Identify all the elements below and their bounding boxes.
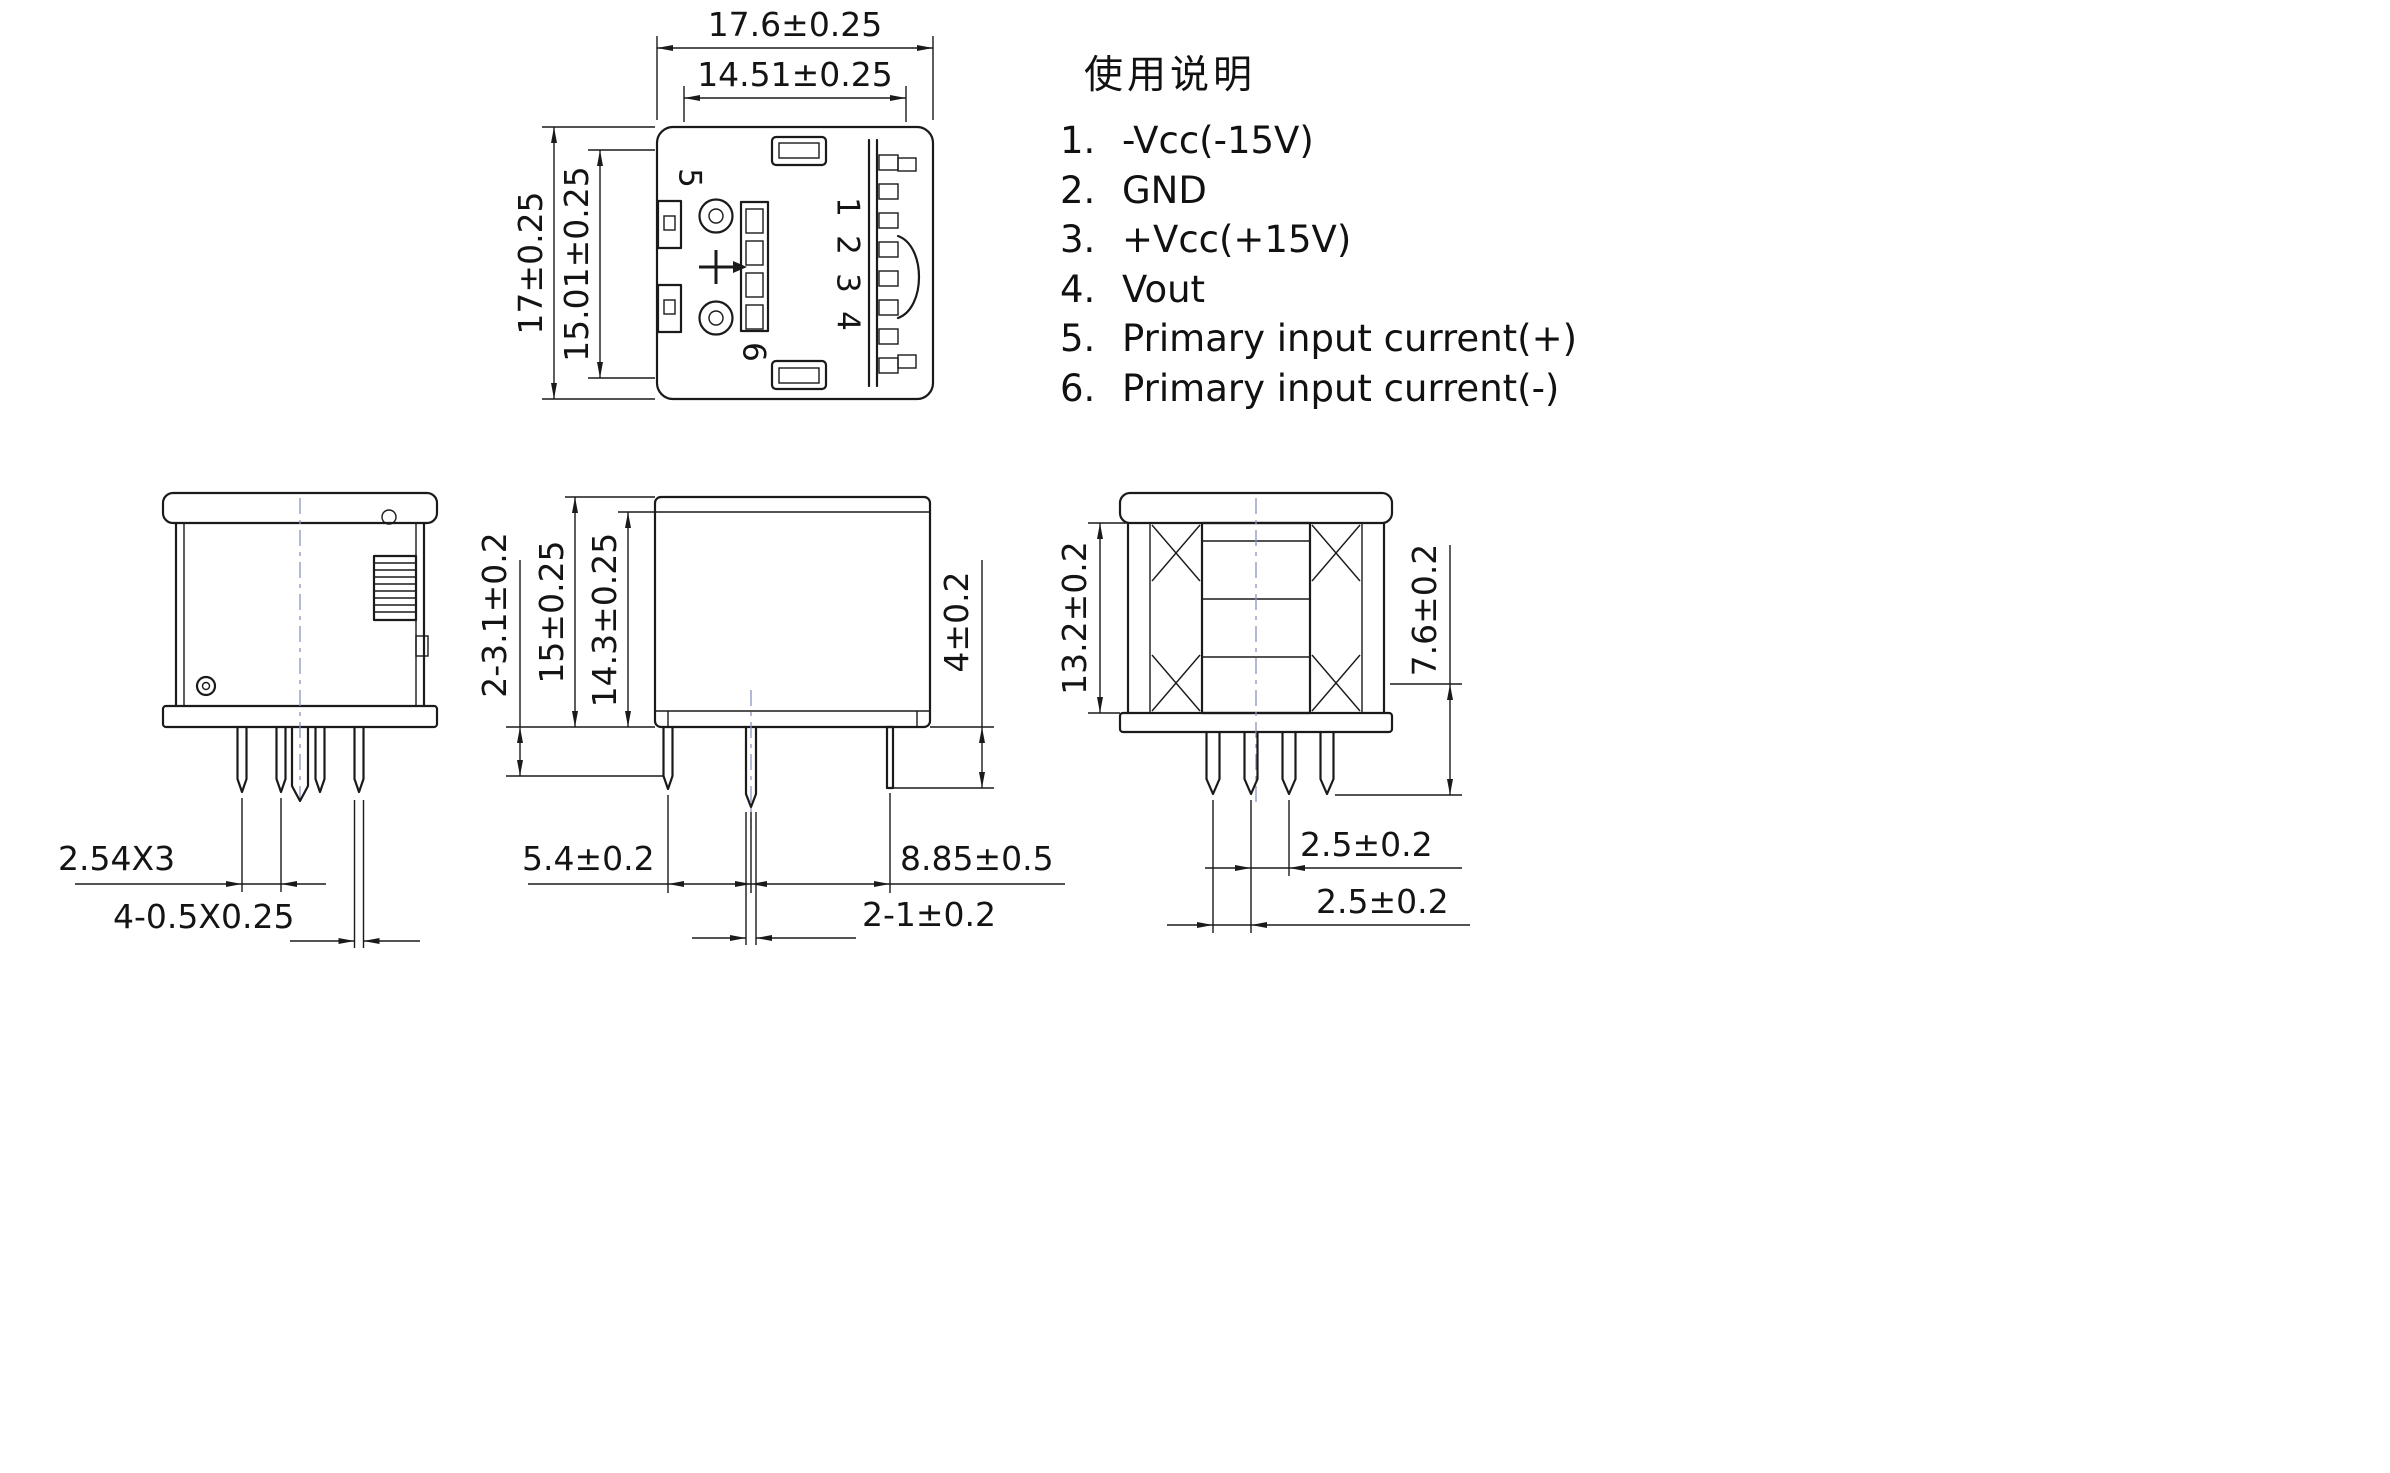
dim-inner-height: 15.01±0.25 xyxy=(557,166,596,362)
right-side-view-linework xyxy=(1118,491,1394,808)
top-view-linework xyxy=(655,125,935,401)
dim-outer-width: 17.6±0.25 xyxy=(708,5,883,44)
dim-body-height: 13.2±0.2 xyxy=(1055,541,1094,695)
dim-inner-height: 14.3±0.25 xyxy=(585,533,624,708)
cross-mark-icon xyxy=(699,250,747,284)
right-side-view-dimensions: 13.2±0.2 7.6±0.2 2.5±0.2 2.5±0.2 xyxy=(1055,522,1470,933)
dim-pitch-b: 2.5±0.2 xyxy=(1316,882,1449,921)
left-side-view-linework xyxy=(161,491,439,803)
legend-item: 2. GND xyxy=(1060,166,1620,216)
legend-item: 1. -Vcc(-15V) xyxy=(1060,116,1620,166)
legend-item-label: GND xyxy=(1122,168,1207,212)
dim-pitch-right: 8.85±0.5 xyxy=(900,839,1054,878)
dim-lead-right: 4±0.2 xyxy=(937,571,976,672)
top-view-dimensions: 17.6±0.25 14.51±0.25 17±0.25 15.01±0.25 xyxy=(511,5,934,400)
pin-label-1: 1 xyxy=(830,197,866,217)
legend-item-label: -Vcc(-15V) xyxy=(1122,119,1314,162)
legend-heading: 使用说明 xyxy=(1084,53,1257,98)
dim-lead-length: 7.6±0.2 xyxy=(1405,544,1444,677)
legend-item-number: 2. xyxy=(1060,168,1096,212)
dim-pitch-a: 2.5±0.2 xyxy=(1300,825,1433,864)
legend-item: 6. Primary input current(-) xyxy=(1060,364,1620,414)
hole-top xyxy=(698,198,734,234)
dim-pitch-left: 5.4±0.2 xyxy=(522,839,655,878)
pin-label-4: 4 xyxy=(830,311,866,331)
legend-item-number: 6. xyxy=(1060,366,1096,410)
dim-lead-width: 2-1±0.2 xyxy=(862,895,996,934)
legend-item-label: Vout xyxy=(1122,267,1206,311)
dim-pin-pitch: 2.54X3 xyxy=(58,839,175,878)
legend-item-number: 4. xyxy=(1060,267,1096,311)
dim-body-height: 15±0.25 xyxy=(532,540,571,683)
front-view-dimensions: 14.3±0.25 15±0.25 2-3.1±0.2 4±0.2 5.4±0.… xyxy=(475,496,1065,945)
legend-item-number: 5. xyxy=(1060,317,1096,360)
front-view-linework xyxy=(653,495,932,830)
legend-item-number: 1. xyxy=(1060,119,1096,162)
dim-inner-width: 14.51±0.25 xyxy=(697,55,893,94)
pin-label-5: 5 xyxy=(672,168,708,188)
dim-outer-height: 17±0.25 xyxy=(511,191,550,334)
pin-label-6: 6 xyxy=(736,342,772,362)
legend-item: 3. +Vcc(+15V) xyxy=(1060,215,1620,265)
top-view-pin-numbers: 5 6 1 2 3 4 xyxy=(672,168,866,362)
dim-lead-length: 2-3.1±0.2 xyxy=(475,532,514,698)
legend-item: 4. Vout xyxy=(1060,265,1620,315)
hole-bottom xyxy=(698,300,734,336)
legend-item-label: +Vcc(+15V) xyxy=(1122,218,1352,261)
dim-pin-size: 4-0.5X0.25 xyxy=(113,897,294,936)
usage-legend: 使用说明 1. -Vcc(-15V) 2. GND 3. +Vcc(+15V) … xyxy=(1060,44,1620,413)
legend-item: 5. Primary input current(+) xyxy=(1060,314,1620,364)
legend-item-label: Primary input current(+) xyxy=(1122,317,1578,360)
pin-label-2: 2 xyxy=(830,235,866,255)
legend-item-number: 3. xyxy=(1060,218,1096,261)
legend-item-label: Primary input current(-) xyxy=(1122,366,1560,410)
left-side-view-dimensions: 2.54X3 4-0.5X0.25 xyxy=(58,798,420,948)
pin-label-3: 3 xyxy=(830,273,866,293)
